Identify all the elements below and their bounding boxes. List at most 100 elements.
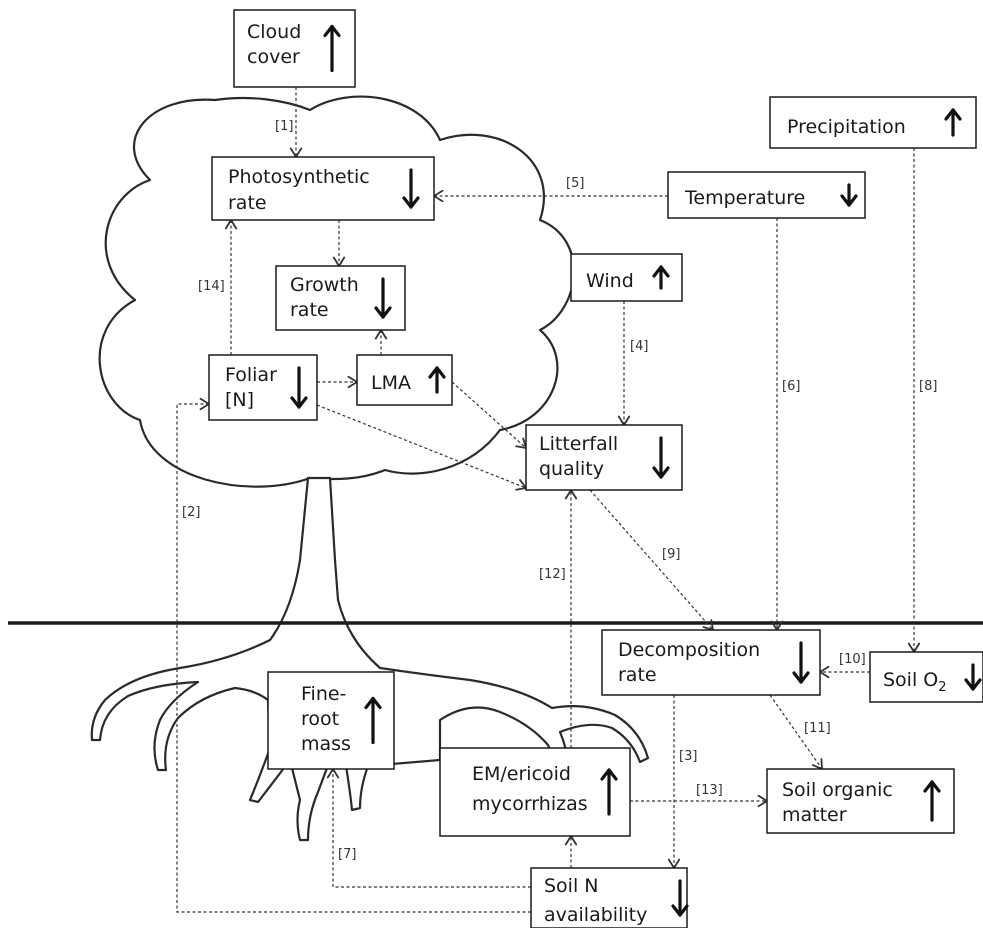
- increase-arrow-icon: [923, 780, 941, 822]
- edge-em-ericoid-to-soil-organic-matter: [13]: [630, 783, 768, 808]
- node-litterfall-quality: Litterfall quality: [525, 424, 683, 491]
- edge-litterfall-quality-to-decomposition-rate: [9]: [589, 489, 714, 631]
- node-cloud-cover: Cloud cover: [233, 9, 356, 88]
- edge-line: [769, 694, 823, 770]
- node-label-line: Soil O2: [883, 669, 947, 695]
- node-box: [439, 747, 631, 837]
- edge-label-6: [6]: [782, 379, 800, 394]
- node-label-line: LMA: [371, 372, 411, 394]
- increase-arrow-icon: [364, 696, 382, 745]
- increase-arrow-icon: [428, 366, 446, 394]
- node-label-line: Growth: [290, 274, 359, 296]
- node-box: [766, 768, 955, 834]
- edge-label-11: [11]: [804, 721, 831, 736]
- increase-arrow-icon: [652, 265, 670, 290]
- node-label-line: Wind: [586, 270, 634, 292]
- node-soil-organic-matter: Soil organic matter: [766, 768, 955, 834]
- edge-label-12: [12]: [539, 567, 566, 582]
- increase-arrow-icon: [944, 108, 962, 137]
- increase-arrow-icon: [600, 768, 618, 816]
- node-label-line: Decomposition: [618, 639, 760, 661]
- node-box: [233, 9, 356, 88]
- edge-label-9: [9]: [662, 547, 680, 562]
- edge-label-2: [2]: [182, 505, 200, 520]
- node-decomposition-rate: Decomposition rate: [601, 629, 821, 696]
- edge-decomposition-rate-to-soil-organic-matter: [11]: [769, 694, 831, 770]
- edge-label-4: [4]: [630, 339, 648, 354]
- edge-label-10: [10]: [839, 652, 866, 667]
- node-box: [570, 253, 683, 302]
- node-precipitation: Precipitation: [769, 96, 977, 149]
- edge-arrowhead: [811, 758, 823, 770]
- edge-line: [589, 489, 714, 631]
- node-label-line: Cloud: [247, 21, 301, 43]
- node-label-line: Soil N: [544, 875, 599, 897]
- node-label-line: cover: [247, 46, 300, 68]
- edge-soil-o2-to-decomposition-rate: [10]: [819, 652, 870, 679]
- node-box: [769, 96, 977, 149]
- edge-label-5: [5]: [566, 176, 584, 191]
- node-growth-rate: Growth rate: [275, 265, 406, 331]
- node-foliar-n: Foliar [N]: [208, 354, 318, 421]
- edge-decomposition-rate-to-soil-n: [3]: [667, 695, 697, 869]
- edge-foliar-n-to-photosynthetic-rate: [14]: [198, 219, 238, 355]
- node-label-line: mass: [301, 733, 351, 755]
- node-fine-root-mass: Fine-root mass: [267, 671, 395, 770]
- node-box: [667, 171, 866, 219]
- node-label-line: rate: [618, 664, 657, 686]
- node-label-line: Photosynthetic: [228, 166, 370, 188]
- edge-soil-n-to-em-ericoid: [564, 835, 578, 868]
- edge-line: [332, 769, 531, 888]
- edge-wind-to-litterfall-quality: [4]: [617, 301, 648, 426]
- node-label-line: availability: [544, 904, 647, 926]
- node-label-line: EM/ericoid: [472, 763, 571, 785]
- node-label-line: Temperature: [684, 187, 805, 209]
- decrease-arrow-icon: [402, 168, 420, 209]
- edge-line: [451, 381, 527, 449]
- edge-soil-n-to-foliar-n: [2]: [176, 397, 531, 913]
- increase-arrow-icon: [323, 24, 341, 73]
- decrease-arrow-icon: [964, 663, 982, 691]
- edge-arrowhead: [515, 437, 527, 449]
- node-label-line: [N]: [225, 389, 254, 411]
- edges-layer: [1] [2] [3] [4] [5] [6] [7] [8] [9] [10] [11] [12] […: [176, 87, 937, 913]
- node-box: [525, 424, 683, 491]
- node-label-line: quality: [539, 458, 604, 480]
- node-wind: Wind: [570, 253, 683, 302]
- node-label-line: Fine-: [301, 683, 346, 705]
- decrease-arrow-icon: [792, 641, 810, 684]
- node-label-line: matter: [782, 804, 847, 826]
- node-label-line: rate: [290, 299, 329, 321]
- node-label-line: Soil organic: [782, 779, 893, 801]
- node-soil-n: Soil N availability: [530, 867, 689, 928]
- node-temperature: Temperature: [667, 171, 866, 219]
- node-label-line: Foliar: [225, 364, 277, 386]
- node-label-line: root: [301, 708, 339, 730]
- node-photosynthetic-rate: Photosynthetic rate: [211, 156, 435, 221]
- node-label-line: Litterfall: [539, 433, 618, 455]
- edge-label-7: [7]: [338, 847, 356, 862]
- node-box: [869, 651, 983, 703]
- decrease-arrow-icon: [840, 183, 858, 207]
- node-box: [211, 156, 435, 221]
- decrease-arrow-icon: [671, 879, 689, 917]
- edge-label-1: [1]: [275, 119, 293, 134]
- node-box: [530, 867, 688, 928]
- node-label-subscript: 2: [938, 680, 946, 695]
- decrease-arrow-icon: [374, 277, 392, 319]
- node-label-line: mycorrhizas: [472, 793, 588, 815]
- decrease-arrow-icon: [652, 436, 670, 479]
- node-label-line: Precipitation: [787, 116, 906, 138]
- edge-label-13: [13]: [696, 783, 723, 798]
- edge-temperature-to-decomposition-rate: [6]: [770, 218, 800, 631]
- node-lma: LMA: [356, 354, 453, 406]
- edge-precipitation-to-soil-o2: [8]: [907, 148, 937, 653]
- node-box: [601, 629, 821, 696]
- tree-trunk: [90, 476, 650, 842]
- decrease-arrow-icon: [290, 366, 308, 409]
- edge-line: [176, 403, 531, 913]
- edge-label-3: [3]: [679, 749, 697, 764]
- node-label-line: rate: [228, 192, 267, 214]
